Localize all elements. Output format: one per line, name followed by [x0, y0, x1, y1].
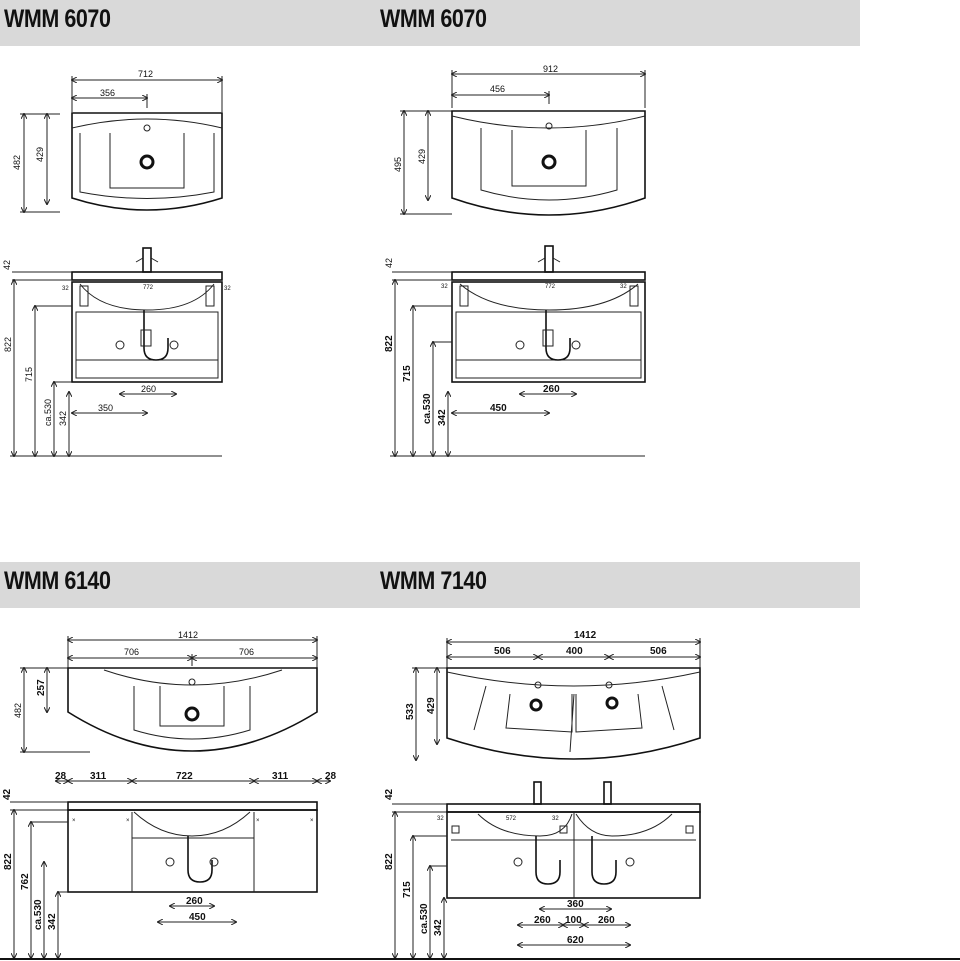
dim-width: 912 — [543, 64, 558, 74]
dim-inner: 772 — [545, 284, 556, 290]
dim-offset: 450 — [189, 912, 206, 923]
svg-text:×: × — [256, 818, 260, 824]
dim-715: 715 — [24, 367, 34, 382]
header-band-bottom — [0, 562, 860, 608]
dim-height: 822 — [384, 335, 395, 352]
dim-offset: 450 — [490, 403, 507, 414]
dim-d2: 260 — [534, 915, 551, 926]
dim-top-thk: 42 — [384, 258, 394, 268]
dim-c: 506 — [650, 646, 667, 657]
dim-d3: 100 — [565, 915, 582, 926]
dim-a: 506 — [494, 646, 511, 657]
dim-715: 715 — [402, 881, 413, 898]
dim-b: 400 — [566, 646, 583, 657]
dim-width: 1412 — [178, 630, 198, 640]
dim-depth: 495 — [393, 157, 403, 172]
dim-inner-depth: 429 — [417, 149, 427, 164]
dim-offset: 350 — [98, 403, 113, 413]
svg-text:×: × — [126, 818, 130, 824]
panel-title-4: WMM 7140 — [380, 567, 487, 595]
dim-530: ca.530 — [419, 903, 430, 934]
dim-530: ca.530 — [422, 393, 433, 424]
dim-342: 342 — [47, 913, 58, 930]
panel-1-top-view: 712 356 482 429 — [12, 69, 222, 212]
dim-drain: 260 — [543, 384, 560, 395]
dim-d1: 360 — [567, 899, 584, 910]
dim-g1: 28 — [55, 771, 67, 782]
dim-half: 456 — [490, 84, 505, 94]
dim-g2: 28 — [325, 771, 337, 782]
dim-total: 620 — [567, 935, 584, 946]
panel-1-front-view: 42 32 772 32 822 715 ca.530 342 260 — [2, 247, 231, 456]
dim-side-a: 32 — [437, 816, 444, 822]
dim-right: 706 — [239, 647, 254, 657]
panel-2-top-view: 912 456 495 429 — [393, 64, 645, 216]
dim-drain: 260 — [141, 384, 156, 394]
dim-inner-depth: 429 — [426, 697, 437, 714]
dim-height: 822 — [3, 337, 13, 352]
dim-width: 712 — [138, 69, 153, 79]
dim-342: 342 — [58, 411, 68, 426]
dim-530: ca.530 — [33, 899, 44, 930]
dim-342: 342 — [433, 919, 444, 936]
dim-715: 715 — [402, 365, 413, 382]
dim-side-b: 32 — [224, 286, 231, 292]
header-band-top — [0, 0, 860, 46]
dim-d4: 260 — [598, 915, 615, 926]
dim-inner-depth: 429 — [35, 147, 45, 162]
panel-2-front-view: 42 32 772 32 822 715 ca.530 342 260 450 — [384, 245, 646, 456]
dim-left: 706 — [124, 647, 139, 657]
dim-side-b: 32 — [620, 284, 627, 290]
dim-inner-depth: 257 — [36, 679, 47, 696]
dim-inner: 572 — [506, 816, 517, 822]
dim-top-thk: 42 — [384, 788, 395, 800]
panel-3-front-view: 28 311 722 311 28 42 × × × × 822 762 ca.… — [2, 771, 337, 958]
panel-3-top-view: 1412 706 706 482 257 — [13, 630, 317, 752]
bottom-rule — [0, 958, 960, 960]
dim-s2: 311 — [272, 771, 289, 782]
dim-side-a: 32 — [62, 286, 69, 292]
dim-side-b: 32 — [552, 816, 559, 822]
dim-top-thk: 42 — [2, 788, 13, 800]
panel-title-3: WMM 6140 — [4, 567, 111, 595]
svg-text:×: × — [310, 818, 314, 824]
dim-top-thk: 42 — [2, 260, 12, 270]
dim-height: 822 — [3, 853, 14, 870]
dim-mid: 722 — [176, 771, 193, 782]
dim-drain: 260 — [186, 896, 203, 907]
dim-width: 1412 — [574, 630, 597, 641]
svg-text:×: × — [72, 818, 76, 824]
dim-inner: 772 — [143, 285, 154, 291]
dim-half: 356 — [100, 88, 115, 98]
panel-4-top-view: 1412 506 400 506 533 429 — [405, 630, 700, 760]
dim-height: 822 — [384, 853, 395, 870]
dim-side-a: 32 — [441, 284, 448, 290]
dim-depth: 482 — [12, 155, 22, 170]
dim-s1: 311 — [90, 771, 107, 782]
panel-title-2: WMM 6070 — [380, 5, 487, 33]
dim-depth: 533 — [405, 703, 416, 720]
dim-530: ca.530 — [43, 399, 53, 426]
dim-762: 762 — [20, 873, 31, 890]
dim-342: 342 — [437, 409, 448, 426]
dim-depth: 482 — [13, 703, 23, 718]
panel-title-1: WMM 6070 — [4, 5, 111, 33]
panel-4-front-view: 42 32 572 32 822 715 ca.530 342 360 260 … — [384, 781, 701, 958]
